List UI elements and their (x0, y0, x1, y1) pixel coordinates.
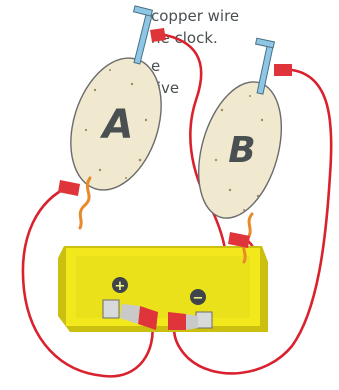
clip-a-top (150, 28, 166, 42)
clip-negative-jaw (186, 314, 198, 330)
negative-post (196, 312, 212, 328)
battery-face (76, 256, 250, 318)
electrode-a-icon (134, 6, 153, 64)
negative-sign: − (193, 291, 204, 306)
potato-b-label: B (228, 130, 255, 171)
positive-sign: + (115, 279, 126, 294)
copper-a-icon (80, 178, 90, 228)
clip-negative (168, 312, 186, 330)
potato-a: A (55, 46, 177, 201)
clip-b-bottom (228, 232, 250, 248)
clip-a-bottom (58, 180, 80, 196)
potato-b: B (184, 72, 296, 228)
battery: + − (58, 246, 268, 332)
clip-b-top (274, 64, 292, 76)
electrode-b-icon (256, 38, 275, 94)
positive-post (103, 300, 119, 318)
potato-a-label: A (100, 102, 134, 148)
